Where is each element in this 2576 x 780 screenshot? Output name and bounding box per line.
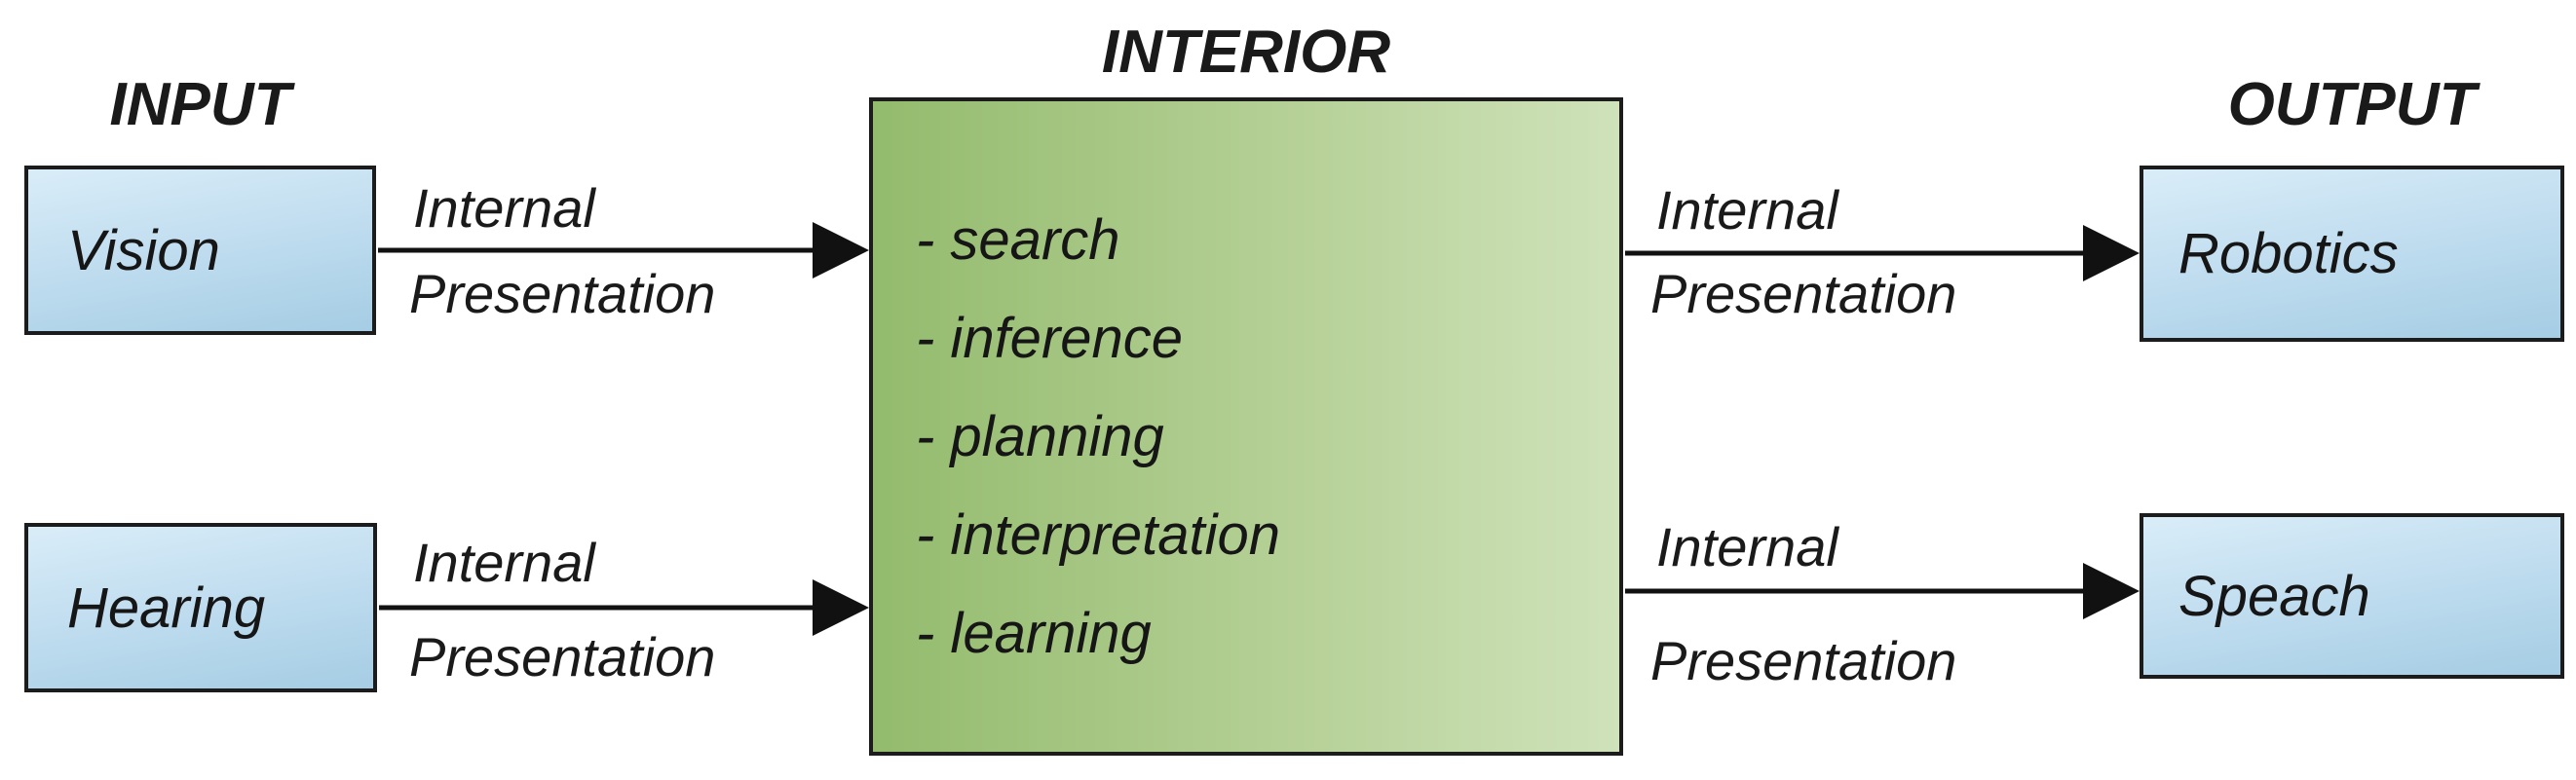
hearing-box-label: Hearing xyxy=(67,576,266,640)
arrow4-label-internal: Internal xyxy=(1656,516,1838,577)
interior-item-list: - search - inference - planning - interp… xyxy=(916,191,1280,683)
interior-item: - interpretation xyxy=(916,503,1280,567)
robotics-box-label: Robotics xyxy=(2178,222,2399,285)
arrow-vision-to-interior xyxy=(378,222,869,279)
arrow-interior-to-speach xyxy=(1625,563,2140,619)
arrow-interior-to-robotics xyxy=(1625,225,2140,281)
arrow3-label-internal: Internal xyxy=(1656,179,1838,241)
arrow2-label-internal: Internal xyxy=(413,532,595,593)
interior-item: - learning xyxy=(916,602,1152,665)
interior-box xyxy=(869,97,1623,756)
vision-box-label: Vision xyxy=(67,218,220,282)
speach-box: Speach xyxy=(2140,513,2564,679)
robotics-box: Robotics xyxy=(2140,166,2564,342)
arrow3-label-presentation: Presentation xyxy=(1650,263,1957,324)
input-heading: INPUT xyxy=(109,71,291,138)
arrow1-label-presentation: Presentation xyxy=(409,263,716,324)
interior-item: - inference xyxy=(916,307,1184,370)
arrow2-label-presentation: Presentation xyxy=(409,626,716,687)
vision-box: Vision xyxy=(24,166,376,335)
arrow-hearing-to-interior xyxy=(379,579,869,636)
interior-item: - search xyxy=(916,208,1120,272)
arrow4-label-presentation: Presentation xyxy=(1650,630,1957,691)
interior-heading: INTERIOR xyxy=(1101,19,1391,86)
speach-box-label: Speach xyxy=(2178,564,2370,628)
output-heading: OUTPUT xyxy=(2227,71,2477,138)
interior-item: - planning xyxy=(916,405,1164,468)
hearing-box: Hearing xyxy=(24,523,377,692)
arrow1-label-internal: Internal xyxy=(413,177,595,239)
